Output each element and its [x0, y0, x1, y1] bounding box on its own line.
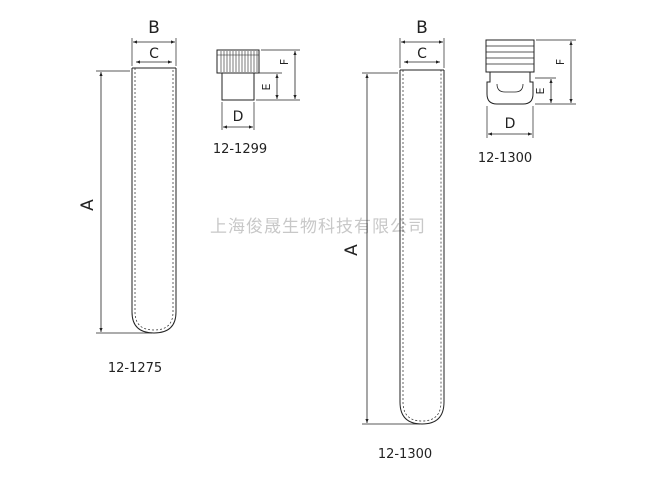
watermark-text: 上海俊晟生物科技有限公司: [210, 217, 426, 237]
tube-1300-outline: [399, 70, 445, 425]
cap-1299-insert: [221, 72, 255, 101]
tube-1275: [96, 38, 177, 334]
cap-1299-label-d: D: [233, 109, 244, 125]
tube-1275-label-a: A: [78, 199, 98, 211]
cap-1299-head: [216, 49, 260, 74]
cap-1300: [485, 39, 576, 138]
tube-1275-inner-wall: [134, 68, 174, 331]
tube-1300-inner-wall: [402, 70, 442, 422]
tube-1300-label-a: A: [342, 244, 362, 256]
cap-1299-label-f: F: [278, 59, 291, 65]
cap-1299-code: 12-1299: [213, 142, 267, 157]
cap-1299: [216, 49, 300, 130]
cap-1300-label-f: F: [554, 59, 567, 65]
cap-1300-label-e: E: [534, 87, 547, 94]
tube-1275-label-b: B: [148, 18, 160, 38]
cap-1300-label-d: D: [505, 116, 516, 132]
cap-1300-head: [485, 39, 535, 73]
tube-1300-label-c: C: [417, 46, 427, 62]
cap-1300-code: 12-1300: [478, 151, 532, 166]
tube-1300-label-b: B: [416, 18, 428, 38]
tube-1275-code: 12-1275: [108, 361, 162, 376]
tube-1275-outline: [131, 68, 177, 334]
tube-1275-label-c: C: [149, 46, 159, 62]
cap-1299-label-e: E: [260, 83, 273, 90]
cap-1300-stopper: [486, 72, 534, 105]
tube-1300-code: 12-1300: [378, 447, 432, 462]
tube-1300: [362, 38, 445, 425]
